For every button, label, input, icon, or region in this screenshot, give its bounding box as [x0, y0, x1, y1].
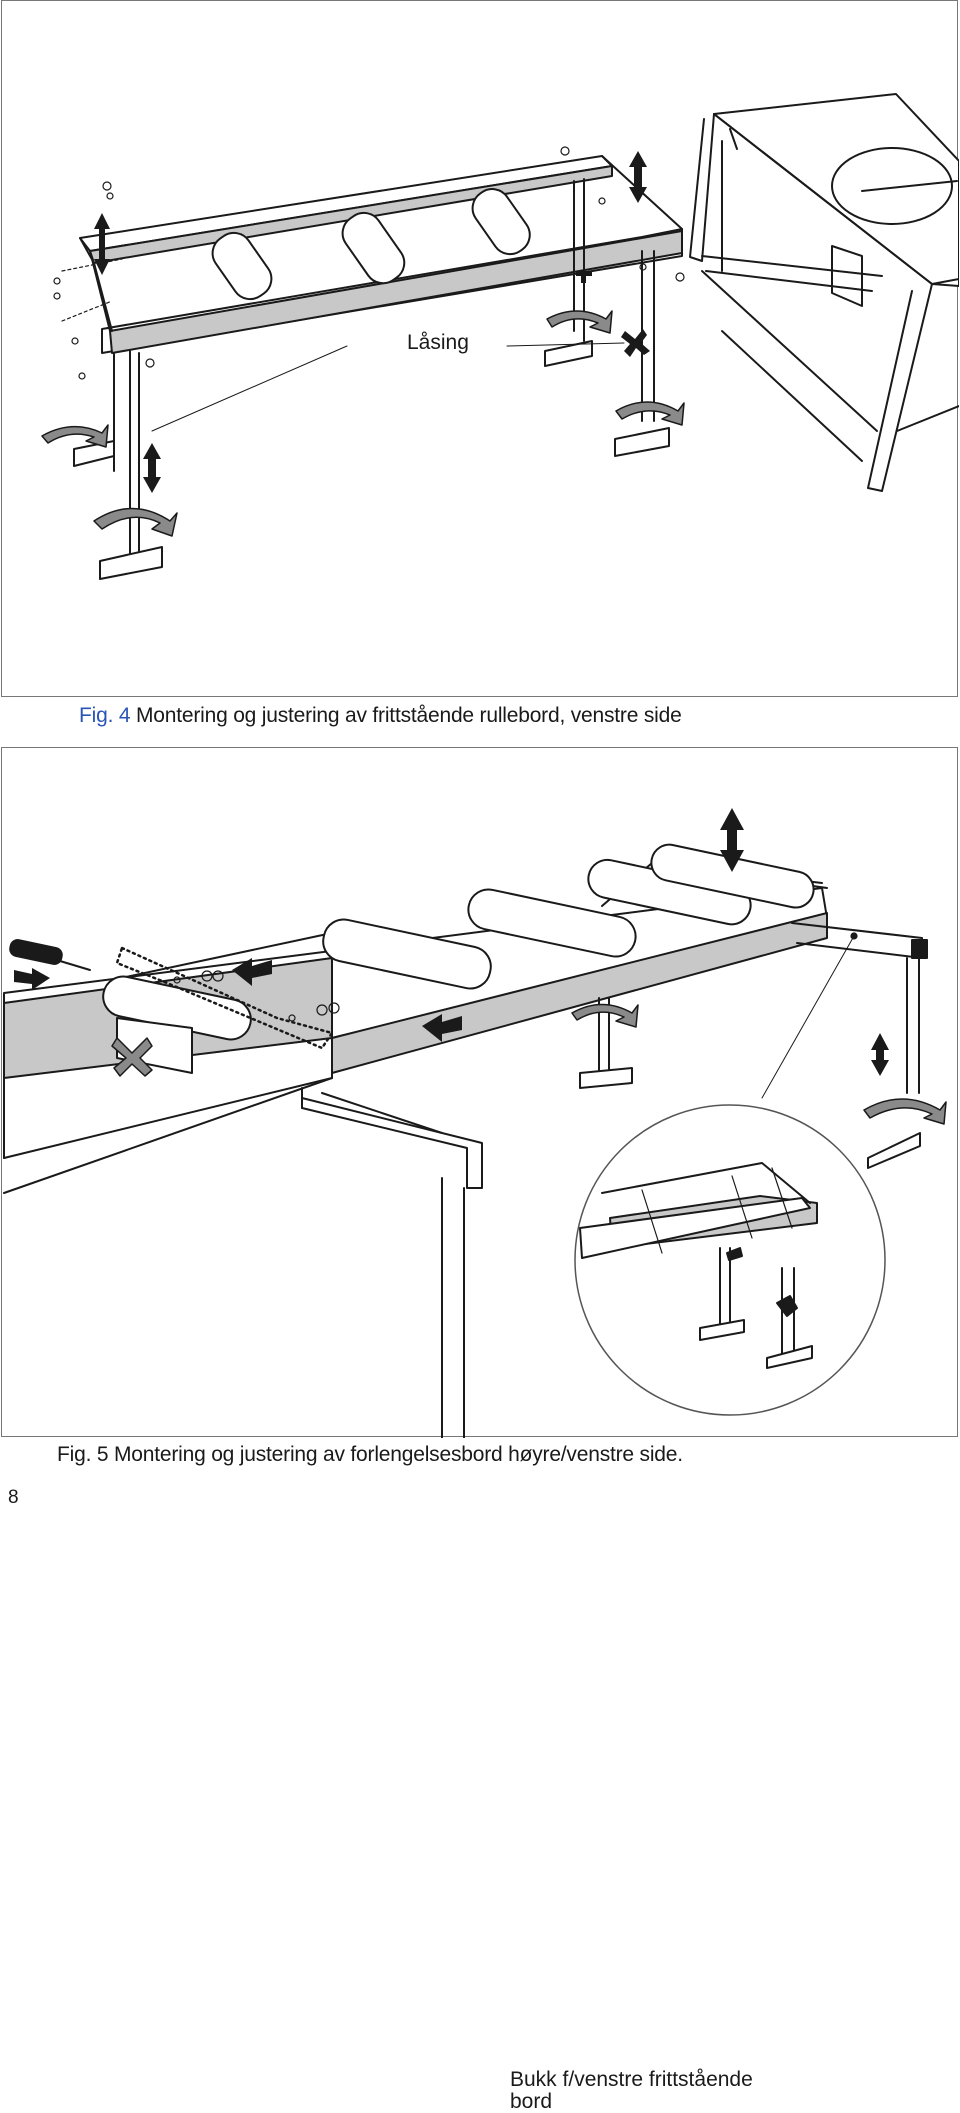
figure-4-label: Fig.	[79, 704, 114, 727]
figure-4-caption: Fig. 4 Montering og justering av frittst…	[79, 704, 682, 728]
rotation-arrows	[41, 310, 685, 537]
figure-5-panel: Bukk f/venstre frittstående bord	[1, 747, 958, 2113]
figure-5-caption: Fig. 5 Montering og justering av forleng…	[57, 1443, 683, 1467]
figure-4-panel: Låsing	[1, 0, 959, 697]
figure-5-number: 5	[96, 1443, 109, 1466]
figure-4-caption-text: Montering og justering av frittstående r…	[135, 704, 682, 727]
rotation-arrows	[571, 1003, 947, 1125]
roller-table	[73, 155, 683, 580]
saw-table	[689, 93, 959, 492]
figure-4-number: 4	[118, 704, 131, 727]
direction-arrows	[14, 808, 889, 1076]
locking-knobs	[576, 271, 650, 357]
extension-table	[3, 843, 928, 1169]
page-number: 8	[8, 1487, 19, 1508]
figure-5-label: Fig.	[57, 1443, 92, 1466]
callout-trestle: Bukk f/venstre frittstående bord	[510, 2068, 753, 2113]
figure-5-illustration	[3, 808, 947, 1438]
height-arrows	[94, 151, 647, 493]
callout-locking: Låsing	[407, 331, 469, 354]
detail-inset	[574, 935, 886, 1416]
figure-5-caption-text: Montering og justering av forlengelsesbo…	[113, 1443, 683, 1466]
figure-4-illustration	[41, 93, 959, 580]
screwdriver	[9, 939, 91, 971]
bolts	[53, 146, 685, 380]
